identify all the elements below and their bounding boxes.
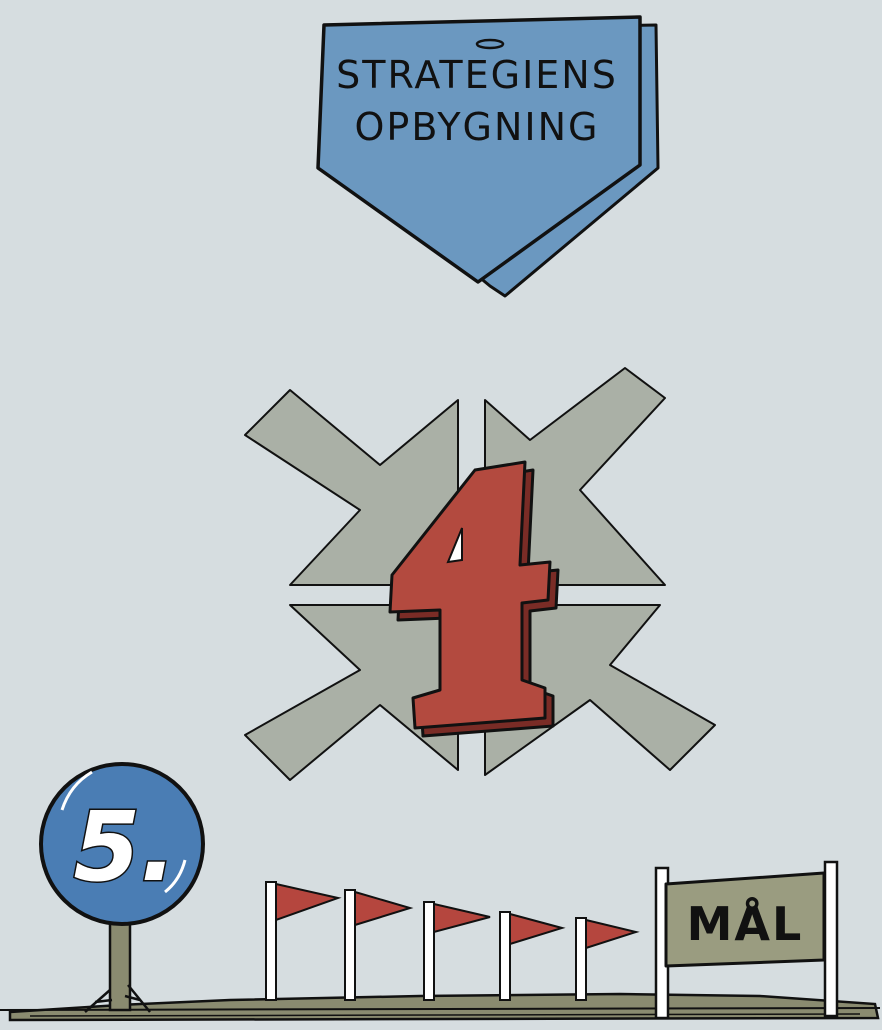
goal-label: MÅL [687, 897, 804, 951]
banner-title-line2: OPBYGNING [355, 105, 600, 149]
pennant-flag-icon [424, 902, 490, 1000]
pennant-flag-icon [576, 918, 636, 1000]
sign-number: 5. [73, 791, 176, 903]
pennant-flag-icon [345, 890, 410, 1000]
banner-title-line1: STRATEGIENS [336, 53, 618, 97]
pennant-flag-icon [500, 912, 562, 1000]
flags-row [266, 882, 636, 1000]
pennant-flag-icon [266, 882, 338, 1000]
strategy-banner: STRATEGIENS OPBYGNING [318, 17, 658, 296]
road-sign-5: 5. [41, 764, 203, 1012]
